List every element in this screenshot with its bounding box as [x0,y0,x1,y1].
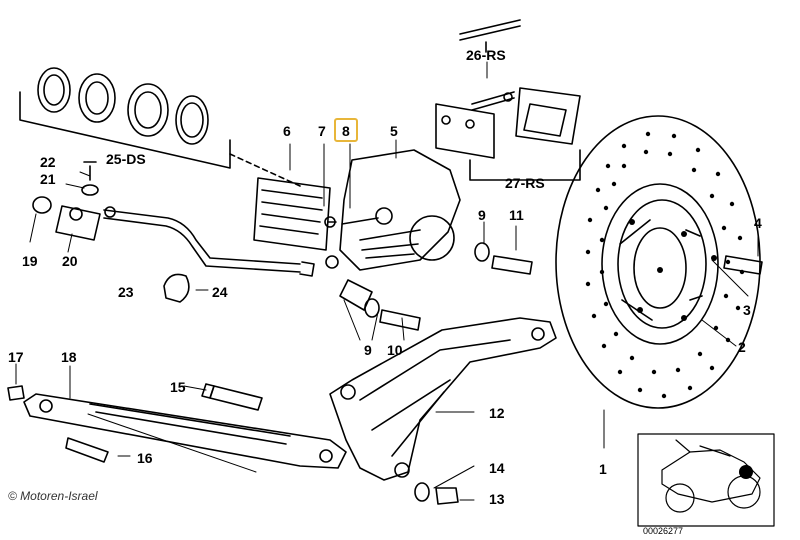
caliper-carrier-drawing [329,317,557,481]
part-label-16[interactable]: 16 [137,450,153,466]
pad-pins-drawing [459,19,521,111]
part-label-27-rs[interactable]: 27-RS [505,175,545,191]
part-label-26-rs[interactable]: 26-RS [466,47,506,63]
part-label-5[interactable]: 5 [390,123,398,139]
part-label-25-ds[interactable]: 25-DS [106,151,146,167]
wheel-location-marker [739,465,753,479]
part-label-17[interactable]: 17 [8,349,24,365]
caliper-drawing [253,149,461,311]
bolts-drawing [7,242,763,505]
part-label-3[interactable]: 3 [743,302,751,318]
seal-kit-drawing [19,67,301,187]
diagram-reference-number: 00026277 [641,526,686,536]
part-label-21[interactable]: 21 [40,171,56,187]
motorcycle-thumbnail [637,433,775,527]
part-label-1[interactable]: 1 [599,461,607,477]
highlighted-part-box [334,118,358,142]
part-label-11[interactable]: 11 [509,207,524,223]
part-label-10[interactable]: 10 [387,342,403,358]
part-label-4[interactable]: 4 [754,215,762,231]
brake-pads-drawing [435,87,581,181]
part-label-8[interactable]: 8 [342,123,350,139]
brake-hose-drawing [32,161,339,303]
part-label-22[interactable]: 22 [40,154,56,170]
part-label-19[interactable]: 19 [22,253,38,269]
part-label-2[interactable]: 2 [738,339,746,355]
part-label-9-lower[interactable]: 9 [364,342,372,358]
part-label-6[interactable]: 6 [283,123,291,139]
copyright-notice: © Motoren-Israel [8,489,98,503]
part-label-12[interactable]: 12 [489,405,505,421]
part-label-20[interactable]: 20 [62,253,78,269]
part-label-13[interactable]: 13 [489,491,505,507]
part-label-14[interactable]: 14 [489,460,505,476]
part-label-23[interactable]: 23 [118,284,134,300]
disc-holes [585,131,745,399]
part-label-15[interactable]: 15 [170,379,186,395]
leader-lines [15,61,759,501]
part-label-9-upper[interactable]: 9 [478,207,486,223]
torque-arm-drawing [23,393,347,469]
brake-disc-drawing [555,115,761,409]
part-label-18[interactable]: 18 [61,349,77,365]
part-label-7[interactable]: 7 [318,123,326,139]
part-label-24[interactable]: 24 [212,284,228,300]
